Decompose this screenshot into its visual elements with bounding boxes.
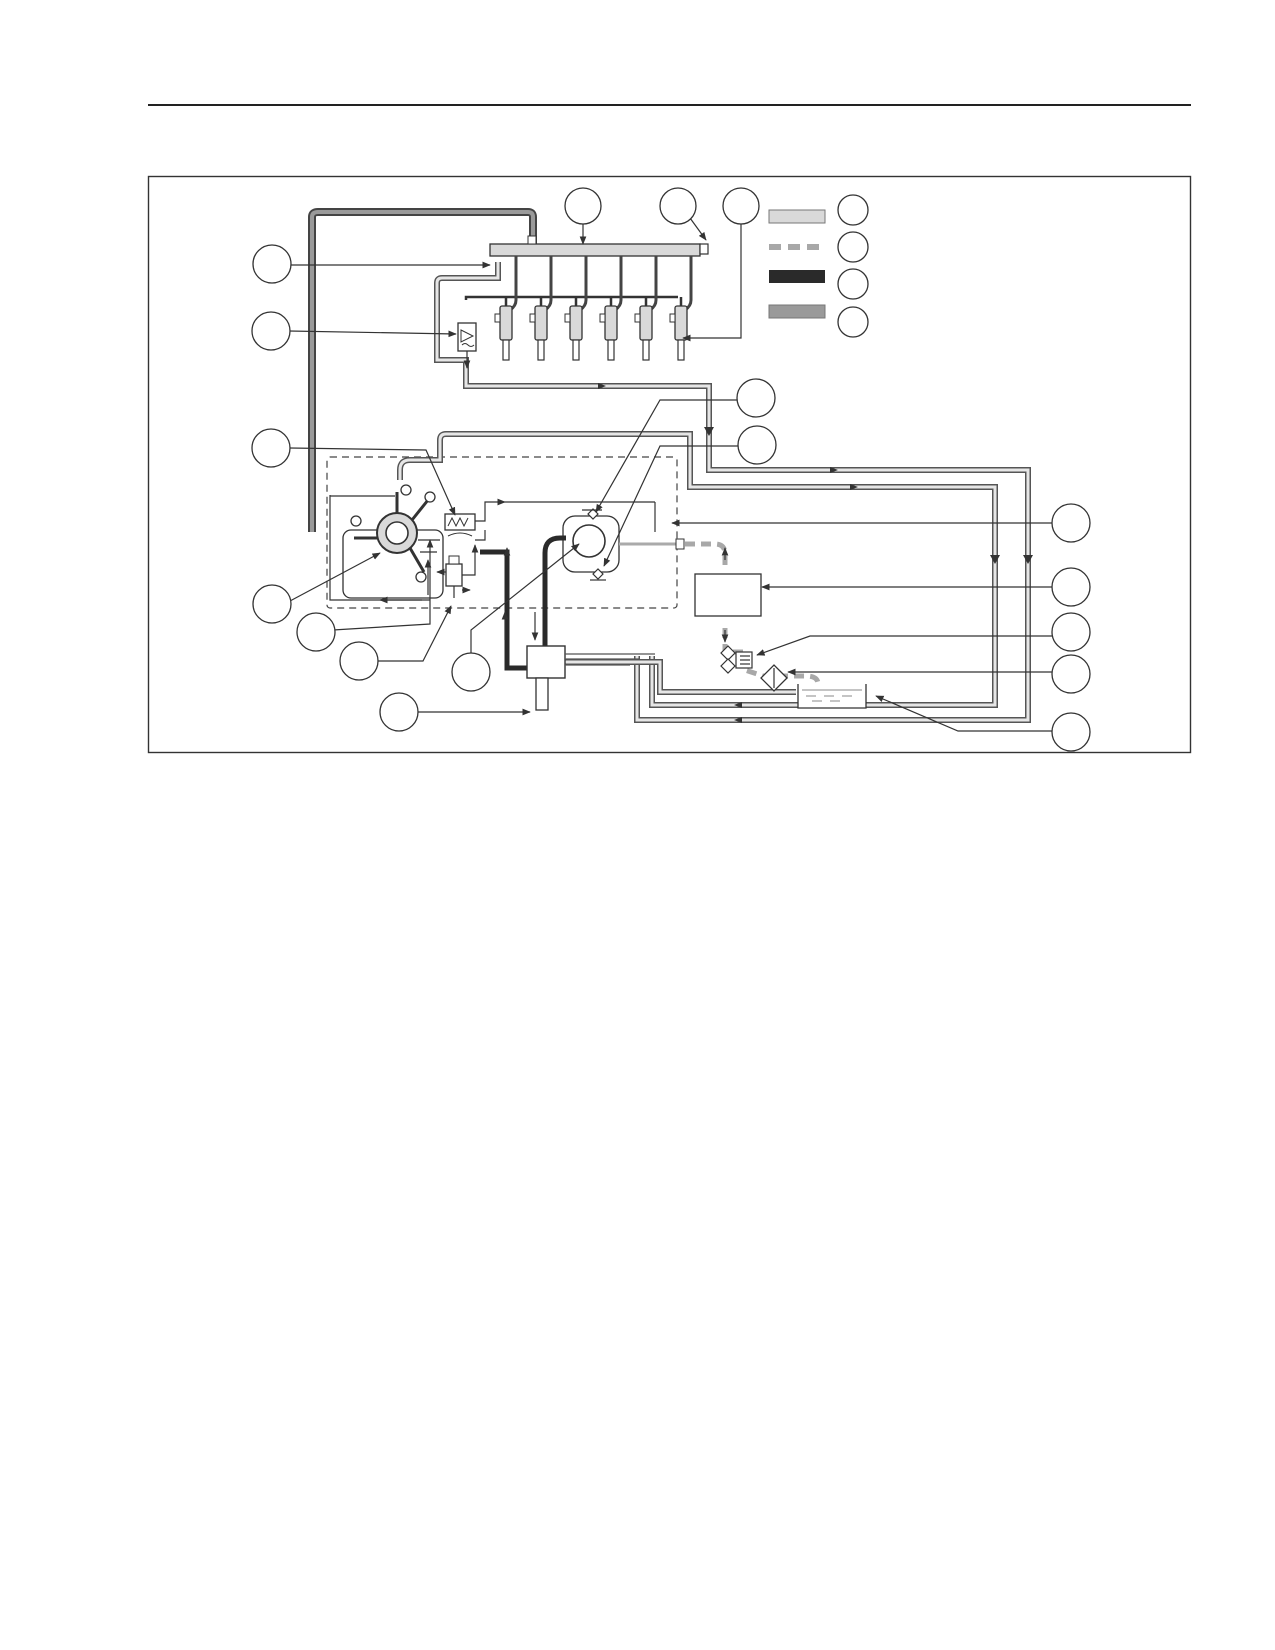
legend-swatch-medium — [768, 304, 826, 319]
injector — [669, 256, 693, 361]
legend-swatch-dark — [769, 270, 825, 283]
callout-metering-unit — [251, 428, 291, 468]
header-rule — [148, 104, 1191, 106]
callout-legend-1 — [837, 194, 869, 226]
callout-legend-2 — [837, 231, 869, 263]
callout-legend-4 — [837, 306, 869, 338]
injector — [634, 256, 658, 361]
callout-drive-shaft — [296, 612, 336, 652]
fuel-rail — [489, 235, 709, 257]
callout-separator — [1051, 612, 1091, 652]
legend-swatch-light — [768, 209, 826, 224]
manifold-block — [526, 645, 655, 711]
flow-arrows — [598, 383, 1033, 723]
leader-lines — [288, 217, 1053, 732]
figure-frame — [147, 175, 1192, 754]
callout-filter — [1051, 654, 1091, 694]
fuel-tank — [797, 684, 867, 709]
legend — [768, 209, 826, 319]
high-pressure-pump — [329, 484, 444, 604]
fuel-filter — [760, 664, 788, 692]
injector-bank — [464, 256, 693, 361]
callout-return-line — [252, 244, 292, 284]
callout-transfer-pump — [1051, 503, 1091, 543]
pump-enclosure — [326, 456, 678, 609]
injector — [494, 256, 518, 361]
injector — [599, 256, 623, 361]
callout-high-pressure-line — [451, 652, 491, 692]
injector — [529, 256, 553, 361]
control-module — [694, 573, 762, 617]
injector — [564, 256, 588, 361]
fuel-metering-unit — [444, 498, 656, 541]
callout-legend-3 — [837, 268, 869, 300]
callout-ecu — [1051, 567, 1091, 607]
callout-rail — [564, 187, 602, 225]
callout-tank — [1051, 712, 1091, 752]
suction-line — [685, 541, 821, 688]
callout-group — [251, 187, 1091, 752]
callout-rail-sensor — [659, 187, 697, 225]
high-pressure-lines — [480, 535, 566, 671]
water-separator — [720, 645, 753, 674]
return-lines — [308, 208, 1031, 723]
pressure-control-valve — [436, 544, 479, 598]
callout-transfer-valve-1 — [736, 378, 776, 418]
pressure-relief-valve — [457, 322, 477, 369]
callout-manifold — [379, 692, 419, 732]
callout-pump-element — [252, 584, 292, 624]
callout-control-valve — [339, 641, 379, 681]
callout-transfer-valve-2 — [737, 425, 777, 465]
callout-relief-valve — [251, 311, 291, 351]
callout-injector — [722, 187, 760, 225]
transfer-pump — [562, 508, 685, 581]
